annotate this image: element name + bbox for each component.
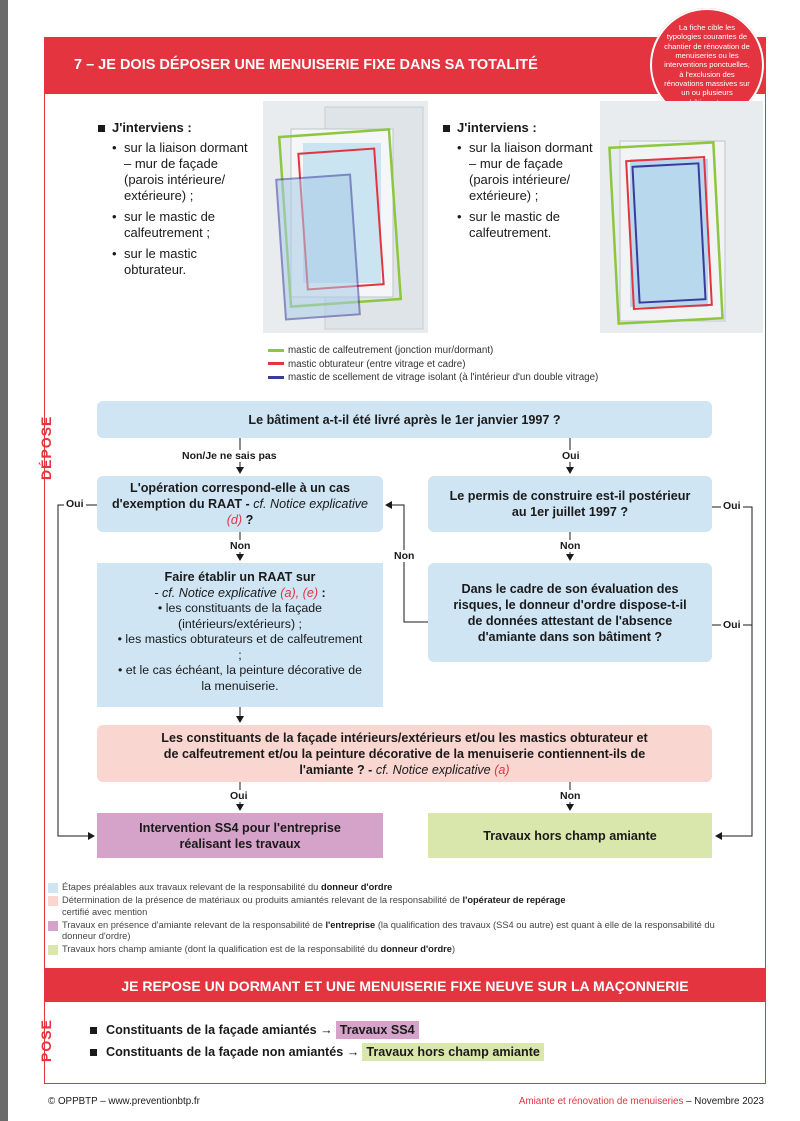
- section-title: 7 – JE DOIS DÉPOSER UNE MENUISERIE FIXE …: [74, 57, 538, 73]
- question-livraison-1997: Le bâtiment a-t-il été livré après le 1e…: [97, 401, 712, 438]
- label-oui: Oui: [64, 498, 86, 510]
- list-item: • et le cas échéant, la peinture décorat…: [117, 663, 363, 693]
- window-illustration-right: [600, 101, 763, 333]
- result-intervention-ss4: Intervention SS4 pour l'entreprise réali…: [97, 813, 383, 858]
- label-non: Non: [228, 540, 253, 552]
- red-swatch-icon: [268, 362, 284, 366]
- label-oui: Oui: [560, 450, 582, 462]
- section-header: 7 – JE DOIS DÉPOSER UNE MENUISERIE FIXE …: [44, 37, 766, 94]
- pose-title: JE REPOSE UN DORMANT ET UNE MENUISERIE F…: [121, 978, 689, 994]
- footer-publication: Amiante et rénovation de menuiseries – N…: [518, 1096, 764, 1107]
- right-heading: J'interviens :: [443, 120, 598, 136]
- left-heading: J'interviens :: [98, 120, 258, 136]
- pose-line-non-amiante: Constituants de la façade non amiantés →…: [90, 1043, 544, 1061]
- blue-swatch-icon: [268, 375, 284, 379]
- legend-item: mastic de calfeutrement (jonction mur/do…: [268, 344, 718, 358]
- list-item: sur le mastic de calfeutrement ;: [112, 209, 258, 241]
- list-item: • les constituants de la façade (intérie…: [157, 601, 323, 631]
- square-bullet-icon: [443, 125, 450, 133]
- list-item: sur le mastic obturateur.: [112, 246, 258, 278]
- list-item: sur la liaison dormant – mur de façade (…: [457, 140, 598, 204]
- question-presence-amiante: Les constituants de la façade intérieurs…: [97, 725, 712, 782]
- question-permis-1997: Le permis de construire est-il postérieu…: [428, 476, 712, 532]
- left-intervention-list: J'interviens : sur la liaison dormant – …: [98, 120, 258, 283]
- legend-item: mastic de scellement de vitrage isolant …: [268, 371, 718, 385]
- label-non: Non: [558, 790, 583, 802]
- legend-item: Étapes préalables aux travaux relevant d…: [48, 882, 748, 893]
- blue-swatch-icon: [48, 883, 58, 893]
- question-donneur-ordre: Dans le cadre de son évaluation des risq…: [428, 563, 712, 662]
- pink-swatch-icon: [48, 896, 58, 907]
- legend-item: Travaux en présence d'amiante relevant d…: [48, 920, 748, 943]
- legend-item: mastic obturateur (entre vitrage et cadr…: [268, 358, 718, 372]
- tag-travaux-ss4: Travaux SS4: [335, 1021, 419, 1039]
- list-item: sur la liaison dormant – mur de façade (…: [112, 140, 258, 204]
- label-oui: Oui: [721, 500, 743, 512]
- list-item: sur le mastic de calfeutrement.: [457, 209, 598, 241]
- responsibility-legend: Étapes préalables aux travaux relevant d…: [48, 882, 748, 956]
- mastic-legend: mastic de calfeutrement (jonction mur/do…: [268, 344, 718, 385]
- label-non: Non: [558, 540, 583, 552]
- label-non: Non: [392, 550, 417, 562]
- green-swatch-icon: [48, 945, 58, 956]
- pose-side-label: POSE: [38, 1019, 54, 1062]
- tag-travaux-hors-champ: Travaux hors champ amiante: [362, 1043, 544, 1061]
- legend-item: Détermination de la présence de matériau…: [48, 895, 748, 918]
- purple-swatch-icon: [48, 920, 58, 931]
- square-bullet-icon: [98, 125, 105, 133]
- legend-item: Travaux hors champ amiante (dont la qual…: [48, 944, 748, 956]
- footer-copyright: © OPPBTP – www.preventionbtp.fr: [48, 1096, 200, 1107]
- label-oui: Oui: [228, 790, 250, 802]
- label-oui: Oui: [721, 619, 743, 631]
- result-hors-champ: Travaux hors champ amiante: [428, 813, 712, 858]
- window-illustration-left: [263, 101, 428, 333]
- right-intervention-list: J'interviens : sur la liaison dormant – …: [443, 120, 598, 246]
- label-non-jnsp: Non/Je ne sais pas: [180, 450, 279, 462]
- pose-header: JE REPOSE UN DORMANT ET UNE MENUISERIE F…: [44, 968, 766, 1002]
- left-edge-bar: [0, 0, 8, 1121]
- raat-instruction: Faire établir un RAAT sur - cf. Notice e…: [97, 563, 383, 707]
- square-bullet-icon: [90, 1027, 97, 1035]
- question-exemption-raat: L'opération correspond-elle à un cas d'e…: [97, 476, 383, 532]
- green-swatch-icon: [268, 348, 284, 352]
- list-item: • les mastics obturateurs et de calfeutr…: [117, 632, 363, 662]
- pose-line-amiante: Constituants de la façade amiantés →Trav…: [90, 1021, 419, 1039]
- square-bullet-icon: [90, 1049, 97, 1057]
